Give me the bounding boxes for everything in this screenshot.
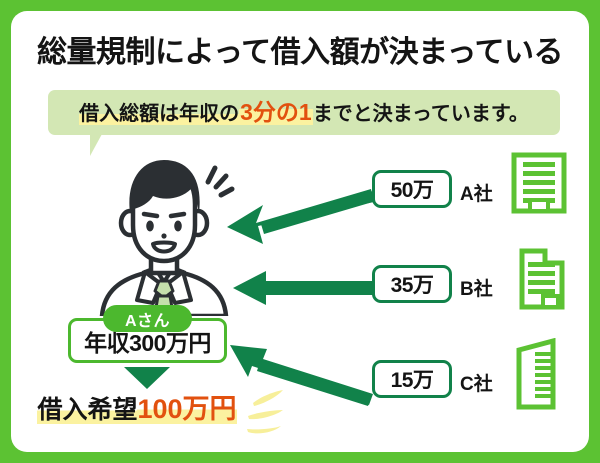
page-title: 総量規制によって借入額が決まっている <box>37 36 563 69</box>
company-name-c: C社 <box>460 374 493 395</box>
amount-box-company-a: 50万 <box>372 170 452 208</box>
speech-bubble-tail <box>90 134 102 156</box>
down-arrow-icon <box>124 367 170 389</box>
amount-value-company-a: 50万 <box>390 179 434 202</box>
person-name-badge-label: Aさん <box>124 312 171 330</box>
factory-building-icon-b <box>519 248 565 310</box>
content-panel: 総量規制によって借入額が決まっている 借入総額は年収の3分の1までと決まっていま… <box>11 11 589 452</box>
subtitle-banner: 借入総額は年収の3分の1までと決まっています。 <box>48 90 560 135</box>
amount-box-company-b: 35万 <box>372 265 452 303</box>
subtitle-text-after: までと決まっています。 <box>312 103 529 125</box>
sparkle-icon <box>247 390 283 434</box>
amount-value-company-c: 15万 <box>390 369 434 392</box>
person-illustration <box>99 160 235 316</box>
loan-wish-label: 借入希望 <box>37 396 138 424</box>
company-name-b: B社 <box>460 279 493 300</box>
loan-wish-amount: 100万円 <box>137 394 237 424</box>
person-name-badge: Aさん <box>103 305 192 332</box>
amount-box-company-c: 15万 <box>372 360 452 398</box>
surprise-lines <box>205 165 235 198</box>
tower-building-icon-c <box>516 338 556 410</box>
company-name-a: A社 <box>460 184 493 205</box>
subtitle-highlight: 3分の1 <box>239 99 313 125</box>
amount-value-company-b: 35万 <box>390 274 434 297</box>
loan-wish: 借入希望100万円 <box>27 394 247 424</box>
subtitle-text: 借入総額は年収の3分の1までと決まっています。 <box>79 99 529 125</box>
subtitle-text-before: 借入総額は年収の <box>79 103 240 125</box>
office-building-icon-a <box>511 152 567 214</box>
annual-income-label: 年収300万円 <box>84 329 211 356</box>
